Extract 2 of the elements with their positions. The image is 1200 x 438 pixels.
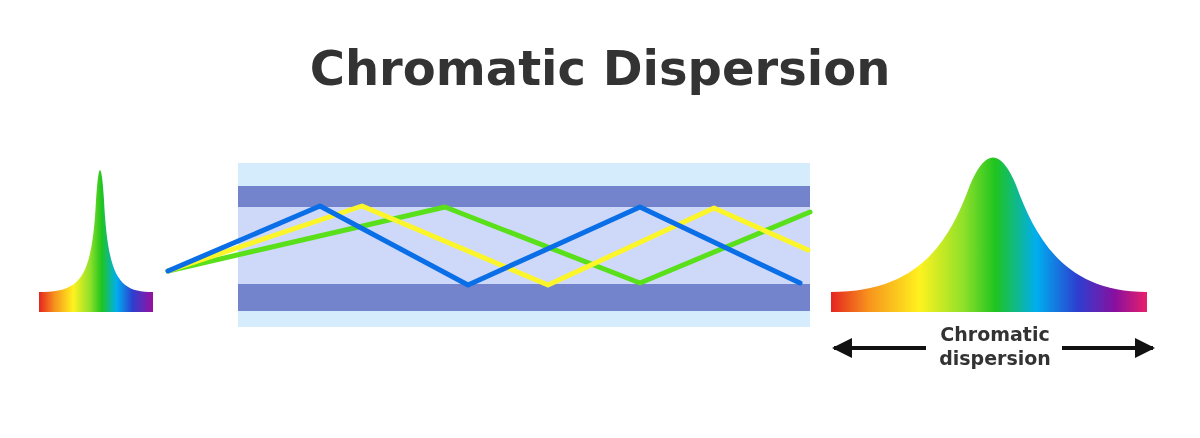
diagram-title: Chromatic Dispersion (308, 40, 892, 96)
dimension-label: Chromatic dispersion (938, 322, 1052, 370)
